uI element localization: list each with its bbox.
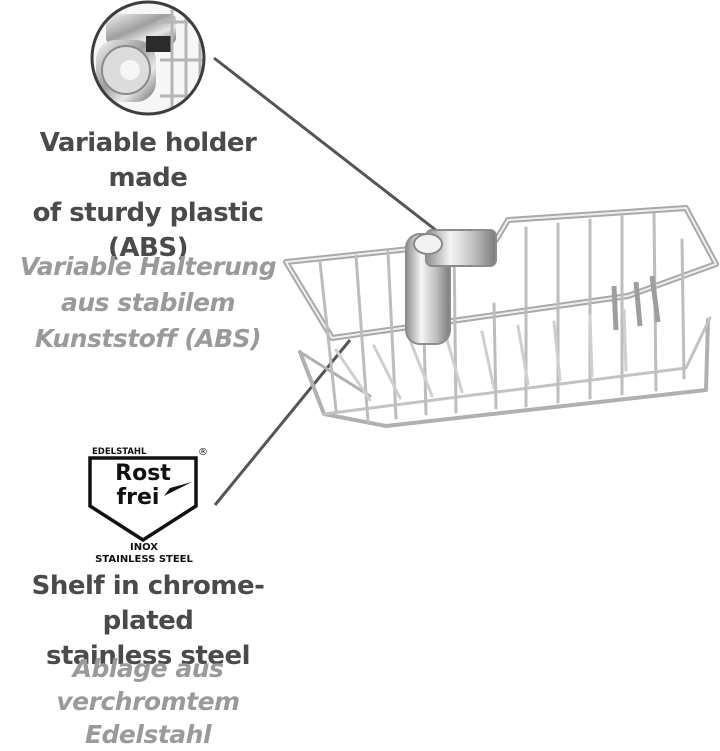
holder-heading-line-3: (ABS) [108, 233, 188, 263]
rostfrei-logo: EDELSTAHL ® Rost frei INOX STAINLESS STE… [82, 444, 212, 568]
holder-subheading: Variable Halterung aus stabilem Kunststo… [0, 249, 296, 357]
shelf-subheading-line-1: Ablage aus [72, 654, 224, 683]
logo-top-text: EDELSTAHL [92, 447, 147, 457]
holder-heading: Variable holder made of sturdy plastic (… [0, 126, 296, 266]
logo-line-2: frei [117, 485, 160, 510]
registered-mark: ® [198, 447, 208, 458]
shelf-leader-line [213, 339, 352, 506]
shelf-subheading-line-2: verchromtem Edelstahl [56, 687, 240, 749]
leader-lines [213, 56, 447, 506]
holder-leader-line [213, 56, 447, 240]
holder-subheading-line-1: Variable Halterung [19, 252, 277, 281]
wire-shelf-product-image [283, 205, 719, 428]
shield-icon: EDELSTAHL ® Rost frei [88, 447, 208, 542]
shelf-heading-line-2: stainless steel [45, 641, 251, 671]
holder-subheading-line-2: aus stabilem [61, 288, 236, 317]
sparkle-icon [164, 482, 192, 496]
shelf-heading: Shelf in chrome-plated stainless steel [0, 569, 296, 674]
holder-heading-line-2: of sturdy plastic [32, 198, 264, 228]
shelf-heading-line-1: Shelf in chrome-plated [31, 571, 265, 636]
detail-magnifier [90, 0, 206, 116]
holder-subheading-line-3: Kunststoff (ABS) [34, 324, 262, 353]
logo-bottom-line-1: INOX [130, 542, 158, 553]
logo-bottom-line-2: STAINLESS STEEL [95, 554, 193, 565]
holder-heading-line-1: Variable holder made [39, 128, 257, 193]
shelf-subheading: Ablage aus verchromtem Edelstahl [0, 652, 296, 751]
logo-line-1: Rost [115, 461, 171, 486]
